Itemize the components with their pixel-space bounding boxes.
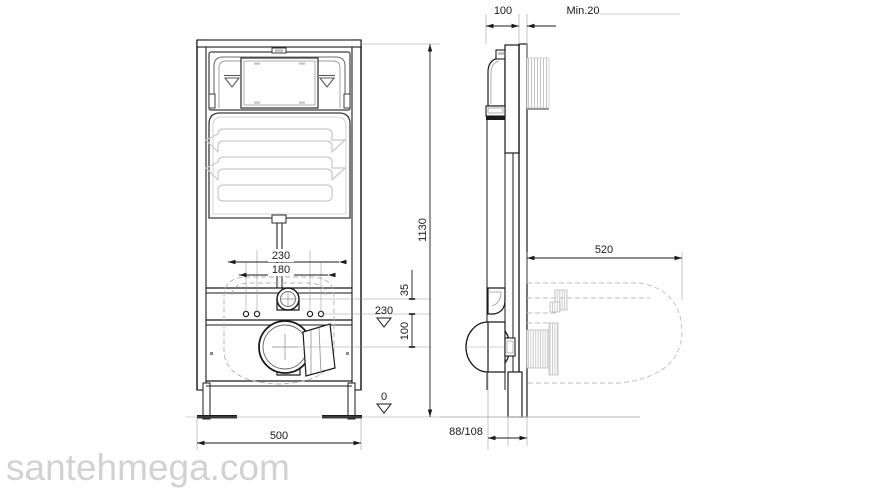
top-centre-boss	[271, 47, 287, 54]
dim-label-100-depth: 100	[494, 5, 512, 17]
service-marker-right-icon	[318, 74, 336, 88]
dim-label-1130: 1130	[417, 218, 429, 242]
dim-base-depth-88-108: 88/108	[443, 424, 527, 441]
cistern-profile-side	[485, 44, 520, 154]
dim-bolt-spacing-180: 180	[239, 263, 336, 278]
frame-uprights	[196, 39, 362, 391]
wc-bowl-side-hidden-outline	[527, 282, 683, 384]
dim-inlet-offset-35: 35	[399, 270, 416, 300]
dim-bowl-projection-520: 520	[527, 244, 682, 261]
dim-label-230-bolts: 230	[272, 250, 290, 262]
frame-stud-left	[210, 352, 213, 355]
cistern-body	[208, 112, 351, 219]
dim-wall-clearance-min20: Min.20	[527, 5, 600, 29]
level-mark-230: 230	[375, 305, 393, 328]
watermark-santehmega: santehmega.com	[6, 447, 290, 488]
wc-bowl-hidden-outline	[223, 276, 335, 385]
front-elevation-group: 500 1130 230 180	[186, 39, 440, 450]
dim-overall-height-1130: 1130	[417, 44, 433, 417]
soil-outlet-assembly	[258, 320, 336, 377]
frame-stud-right	[346, 352, 349, 355]
level-mark-0: 0	[375, 391, 393, 414]
wall-slab	[518, 43, 528, 418]
side-section-group: 100 Min.20 520 88/108	[440, 3, 683, 450]
service-marker-left-icon	[223, 74, 241, 88]
level-label-230: 230	[375, 305, 393, 317]
level-label-0: 0	[381, 391, 387, 403]
dim-label-520: 520	[595, 244, 613, 256]
frame-legs	[202, 382, 356, 420]
front-extension-lines	[186, 43, 440, 450]
dim-frame-depth-100: 100	[486, 3, 519, 29]
water-supply-connector-side	[549, 289, 568, 313]
outlet-spigot-through-wall	[526, 322, 559, 376]
dim-bolt-spacing-230: 230	[228, 249, 347, 265]
cistern-insulation-ribs	[205, 128, 346, 202]
dim-outlet-band-100: 100	[399, 313, 416, 348]
flush-plate	[240, 57, 319, 109]
panel-clips	[208, 93, 351, 109]
fixing-bolt-holes	[242, 310, 325, 318]
dim-label-500: 500	[270, 430, 288, 442]
dim-label-180-bolts: 180	[272, 264, 290, 276]
dim-label-min20: Min.20	[566, 5, 599, 17]
wall-hatch-region	[526, 57, 550, 110]
soil-pipe-elbow-side	[465, 287, 523, 418]
dim-overall-width-500: 500	[197, 430, 361, 446]
dim-label-88-108: 88/108	[449, 426, 483, 438]
dim-label-100-vertical: 100	[399, 322, 411, 340]
dim-label-35: 35	[399, 284, 411, 296]
